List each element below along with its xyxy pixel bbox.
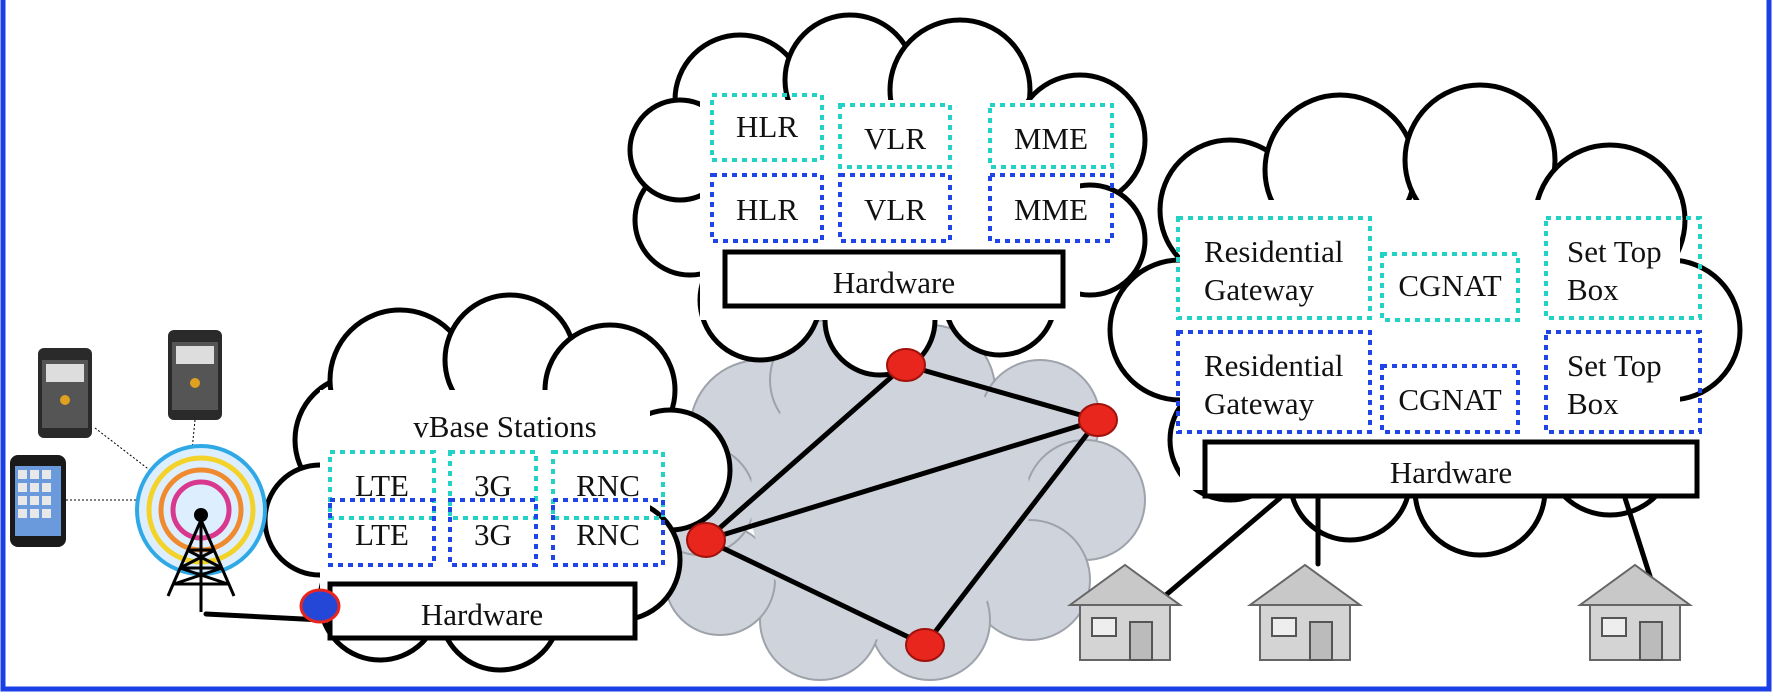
- vlr-label-1: VLR: [864, 121, 926, 156]
- hlr-label-1: HLR: [736, 109, 798, 144]
- residential-gateway-label-2b: Gateway: [1204, 386, 1315, 421]
- smartphone-icon: [38, 348, 92, 438]
- router-node-icon: [299, 348, 1118, 662]
- cgnat-label-1: CGNAT: [1398, 268, 1501, 303]
- residential-hardware: [1202, 439, 1700, 499]
- 3g-label-2: 3G: [474, 517, 512, 552]
- house-links: [1157, 495, 1659, 603]
- hlr-label-2: HLR: [736, 192, 798, 227]
- set-top-box-vnf-backup: [1544, 330, 1702, 434]
- residential-gateway-label-1a: Residential: [1204, 234, 1343, 269]
- cgnat-vnf-backup: [1380, 364, 1520, 434]
- mme-label-1: MME: [1014, 121, 1088, 156]
- vlr-vnf-primary: [838, 103, 952, 169]
- smartphone-icon: [10, 455, 66, 547]
- hlr-vnf-primary: [710, 93, 824, 162]
- lte-vnf-backup: [328, 498, 436, 567]
- base-station-cloud: [262, 292, 733, 673]
- set-top-box-label-1b: Box: [1567, 272, 1619, 307]
- core-hardware: [722, 249, 1066, 309]
- lte-label-1: LTE: [355, 468, 409, 503]
- house-icon: [1246, 563, 1364, 661]
- residential-hardware-label: Hardware: [1390, 455, 1512, 490]
- set-top-box-label-2b: Box: [1567, 386, 1619, 421]
- mme-vnf-backup: [988, 173, 1114, 243]
- core-links: [203, 362, 1101, 648]
- house-icon: [1066, 563, 1184, 661]
- house-icon: [1576, 563, 1694, 661]
- 3g-label-1: 3G: [474, 468, 512, 503]
- rnc-vnf-primary: [551, 450, 665, 520]
- cell-tower-icon: [135, 444, 267, 612]
- residential-gateway-vnf-backup: [1176, 330, 1372, 434]
- rnc-vnf-backup: [551, 498, 665, 567]
- base-station-hardware: [327, 581, 638, 641]
- residential-gateway-vnf-primary: [1176, 216, 1372, 320]
- smartphone-icon: [168, 330, 222, 420]
- 3g-vnf-primary: [448, 450, 538, 520]
- vlr-vnf-backup: [838, 173, 952, 243]
- set-top-box-label-2a: Set Top: [1567, 348, 1662, 383]
- cgnat-label-2: CGNAT: [1398, 382, 1501, 417]
- lte-label-2: LTE: [355, 517, 409, 552]
- vlr-label-2: VLR: [864, 192, 926, 227]
- mme-label-2: MME: [1014, 192, 1088, 227]
- set-top-box-label-1a: Set Top: [1567, 234, 1662, 269]
- hlr-vnf-backup: [710, 173, 824, 243]
- residential-gateway-label-1b: Gateway: [1204, 272, 1315, 307]
- residential-gateway-label-2a: Residential: [1204, 348, 1343, 383]
- base-station-hardware-label: Hardware: [421, 597, 543, 632]
- core-hardware-label: Hardware: [833, 265, 955, 300]
- base-station-title: vBase Stations: [413, 409, 596, 444]
- set-top-box-vnf-primary: [1544, 216, 1702, 320]
- rnc-label-2: RNC: [576, 517, 640, 552]
- mme-vnf-primary: [988, 103, 1114, 169]
- cgnat-vnf-primary: [1380, 252, 1520, 322]
- lte-vnf-primary: [328, 450, 436, 520]
- 3g-vnf-backup: [448, 498, 538, 567]
- rnc-label-1: RNC: [576, 468, 640, 503]
